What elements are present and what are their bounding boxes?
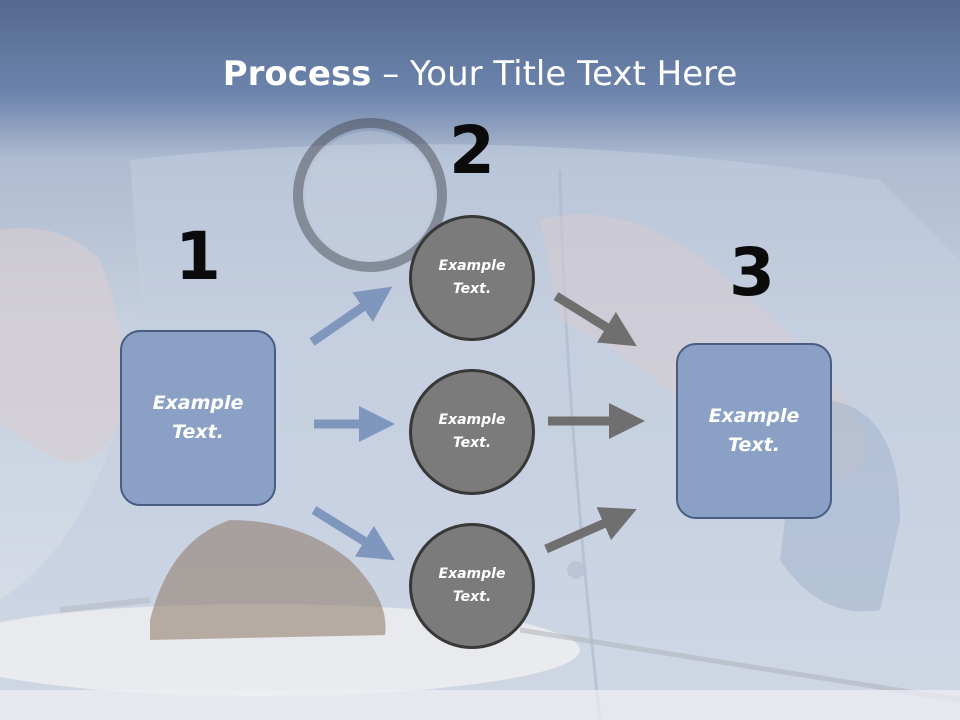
title-rest: – Your Title Text Here <box>371 54 738 94</box>
step-1-number: 1 <box>175 218 221 295</box>
step-3-box: Example Text. <box>676 343 832 519</box>
step-2-circle-middle: Example Text. <box>409 369 535 495</box>
step-2-circle-bottom: Example Text. <box>409 523 535 649</box>
circle-bottom-label: Example Text. <box>438 566 506 605</box>
slide-title: Process – Your Title Text Here <box>0 52 960 96</box>
arrow-circle-top-to-box3 <box>553 292 637 347</box>
title-bold: Process <box>222 54 372 94</box>
arrow-box1-to-circle-top <box>309 286 393 346</box>
step-3-number: 3 <box>729 234 775 311</box>
arrow-box1-to-circle-bottom <box>311 506 395 561</box>
arrow-circle-bottom-to-box3 <box>544 507 637 554</box>
step-2-number: 2 <box>449 112 495 189</box>
step-2-circle-top: Example Text. <box>409 215 535 341</box>
circle-top-label: Example Text. <box>438 258 506 297</box>
step-1-label: Example Text. <box>152 392 244 443</box>
step-3-label: Example Text. <box>708 405 800 456</box>
circle-middle-label: Example Text. <box>438 412 506 451</box>
step-1-box: Example Text. <box>120 330 276 506</box>
